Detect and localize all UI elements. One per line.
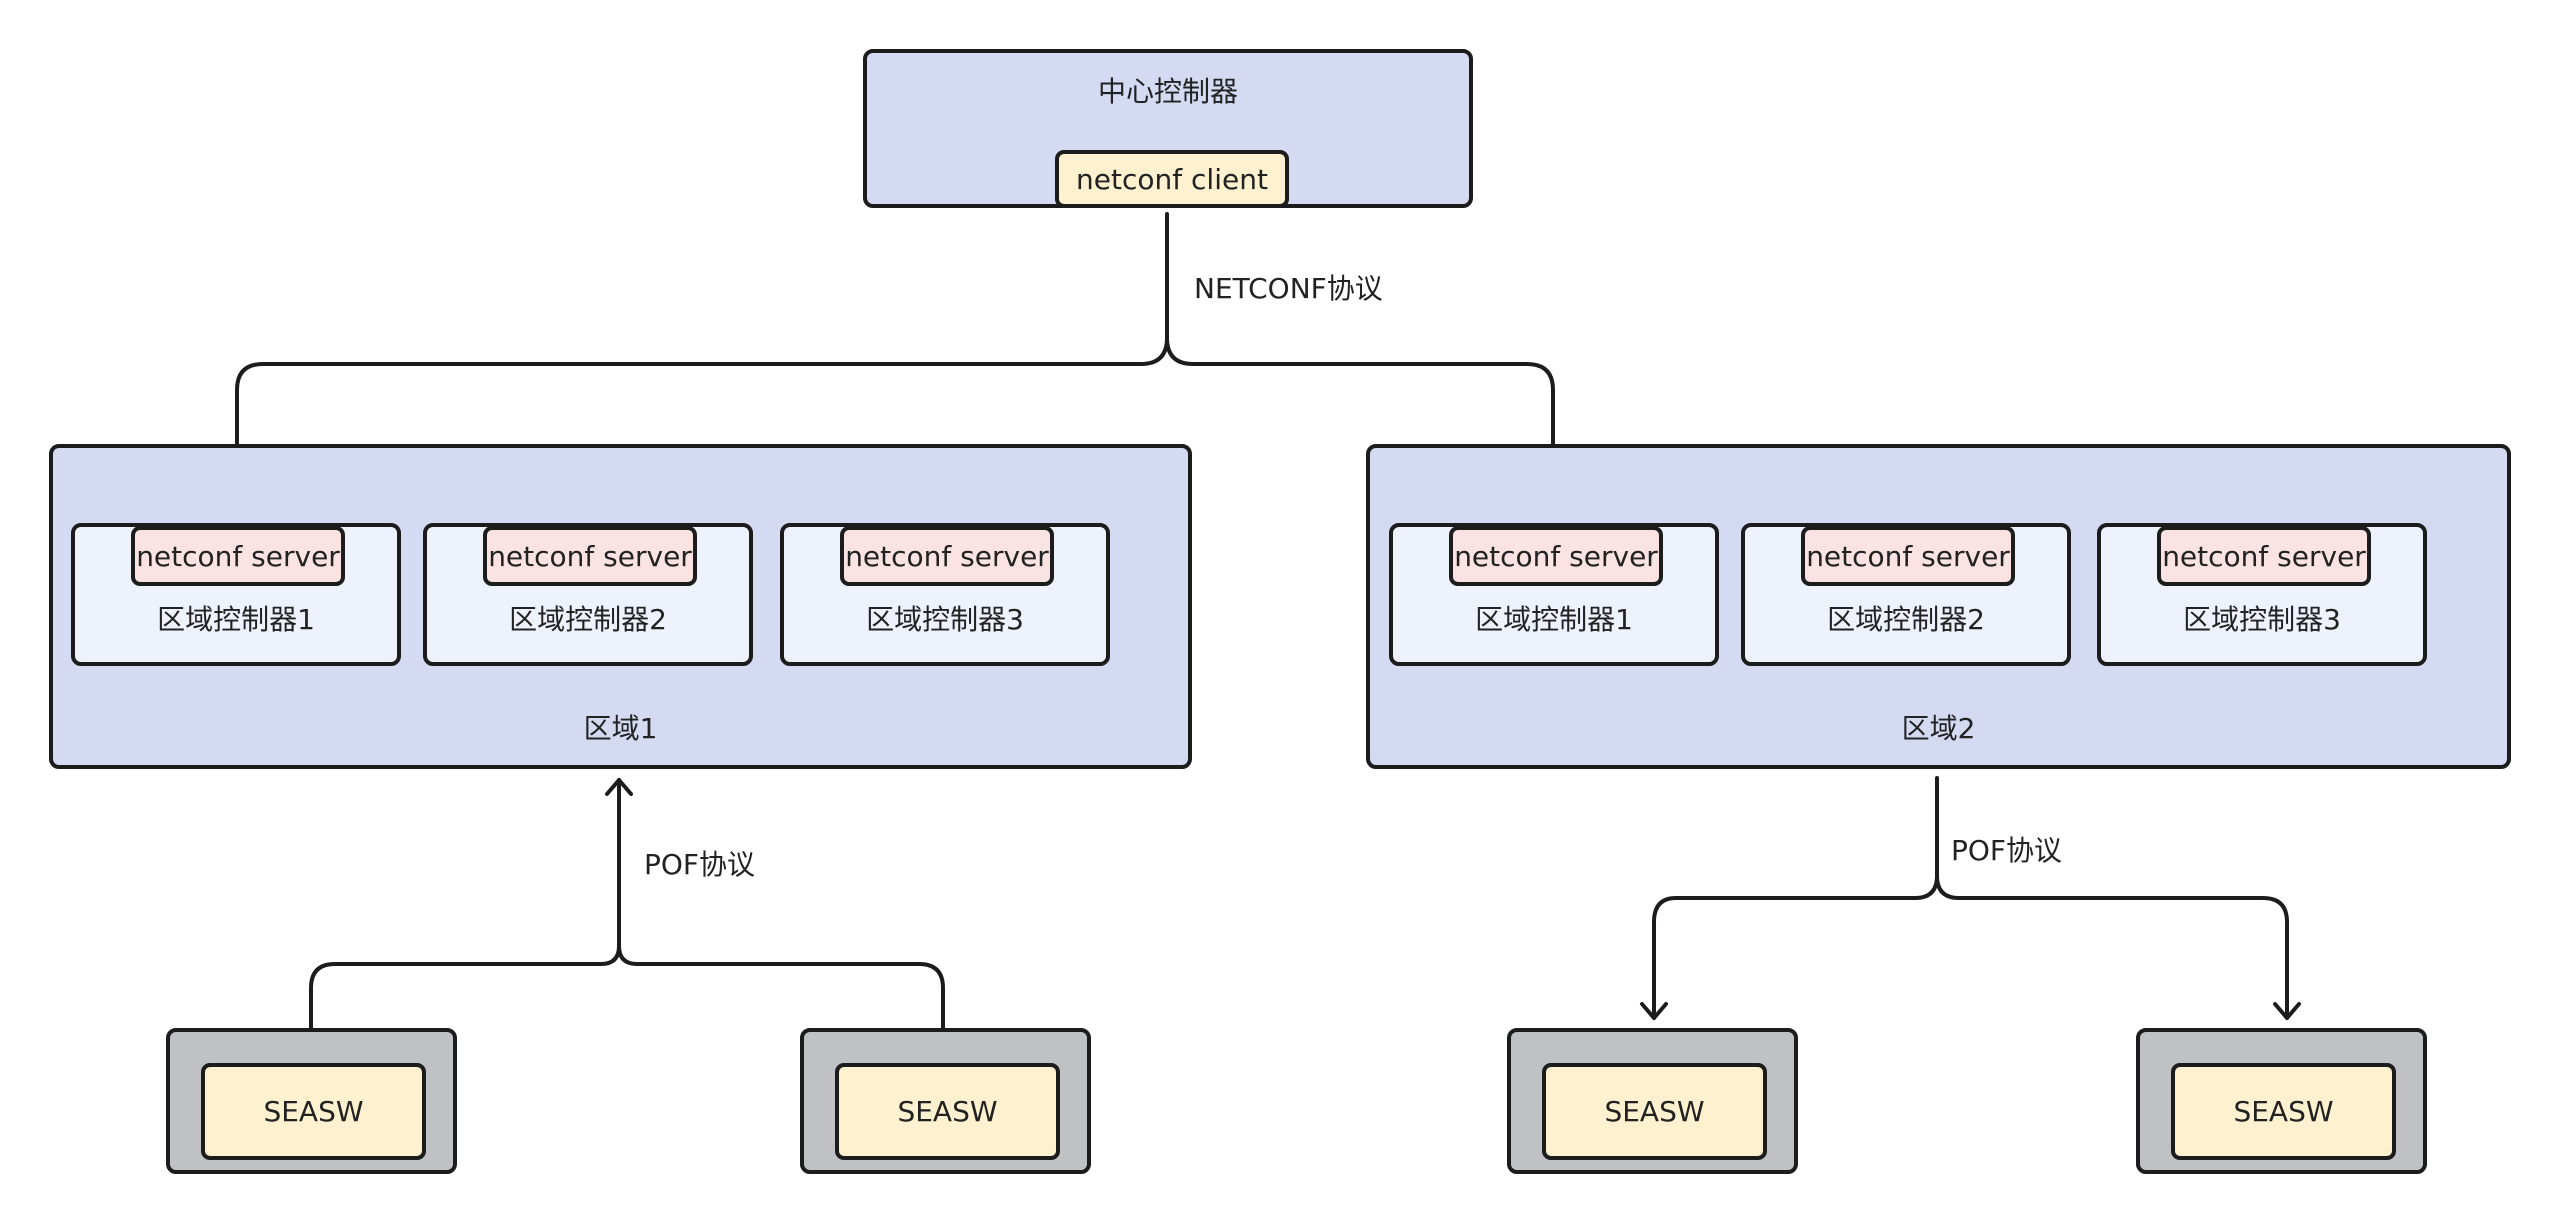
region-1-controller-1: netconf server 区域控制器1 <box>71 523 401 666</box>
netconf-server: netconf server <box>2157 526 2371 586</box>
connector-central-to-region-2 <box>1165 336 1567 514</box>
region-1-switch-2: SEASW <box>800 1028 1091 1174</box>
controller-label: 区域控制器2 <box>509 603 667 636</box>
netconf-client: netconf client <box>1055 150 1289 208</box>
controller-label: 区域控制器3 <box>2183 603 2341 636</box>
region-2-switch-1: SEASW <box>1507 1028 1798 1174</box>
controller-label: 区域控制器2 <box>1827 603 1985 636</box>
netconf-protocol-label: NETCONF协议 <box>1194 272 1383 305</box>
region-1-switch-1: SEASW <box>166 1028 457 1174</box>
controller-label: 区域控制器1 <box>1475 603 1633 636</box>
pof-protocol-label-region-2: POF协议 <box>1951 834 2063 867</box>
connector-region-1-switch-2 <box>617 944 957 1052</box>
region-1-controller-2: netconf server 区域控制器2 <box>423 523 753 666</box>
pof-protocol-label-region-1: POF协议 <box>644 848 756 881</box>
region-2-controller-1: netconf server 区域控制器1 <box>1389 523 1719 666</box>
region-2-label: 区域2 <box>1901 712 1976 745</box>
central-controller-title: 中心控制器 <box>1097 75 1238 108</box>
controller-label: 区域控制器3 <box>866 603 1024 636</box>
connector-region-2-switch-1 <box>1640 874 1939 1020</box>
controller-label: 区域控制器1 <box>157 603 315 636</box>
region-2-controller-3: netconf server 区域控制器3 <box>2097 523 2427 666</box>
seasw-label: SEASW <box>201 1063 426 1160</box>
netconf-server: netconf server <box>1449 526 1663 586</box>
netconf-server: netconf server <box>1801 526 2015 586</box>
netconf-server: netconf server <box>131 526 345 586</box>
seasw-label: SEASW <box>835 1063 1060 1160</box>
connector-central-stem <box>223 212 1169 514</box>
seasw-label: SEASW <box>2171 1063 2396 1160</box>
connector-region-2-switch-2 <box>1935 874 2301 1020</box>
region-2-controller-2: netconf server 区域控制器2 <box>1741 523 2071 666</box>
connector-region-1-switch-1 <box>297 944 621 1052</box>
netconf-server: netconf server <box>483 526 697 586</box>
central-controller: 中心控制器 netconf client <box>863 49 1473 208</box>
seasw-label: SEASW <box>1542 1063 1767 1160</box>
region-1-controller-3: netconf server 区域控制器3 <box>780 523 1110 666</box>
region-2-switch-2: SEASW <box>2136 1028 2427 1174</box>
netconf-server: netconf server <box>840 526 1054 586</box>
region-1-label: 区域1 <box>583 712 658 745</box>
